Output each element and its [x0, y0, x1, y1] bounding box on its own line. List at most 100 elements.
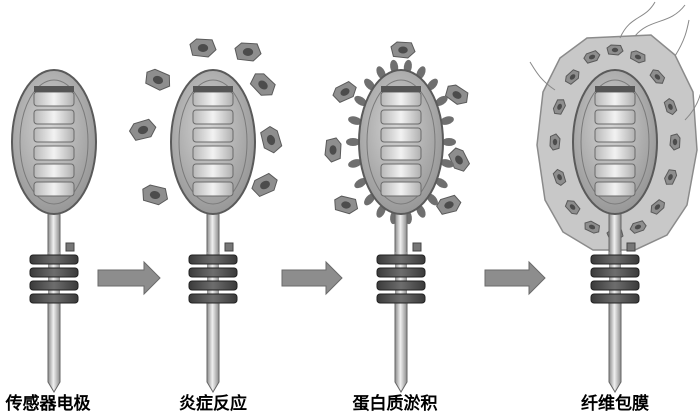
fibre-strand — [684, 93, 700, 121]
protein-deposit — [426, 193, 438, 206]
electrode-shaft-mid — [609, 252, 621, 304]
wire-ring — [590, 267, 640, 278]
protein-deposit — [348, 159, 362, 168]
capsule-cell — [549, 133, 561, 151]
coil-turn — [192, 91, 234, 107]
wire-ring — [376, 293, 426, 304]
sensor-membrane-inner — [178, 79, 248, 205]
coil-turn — [192, 127, 234, 143]
inflammatory-cell — [249, 73, 276, 96]
inflammatory-cell — [436, 194, 462, 215]
wire-ring — [376, 254, 426, 265]
electrode-needle — [394, 299, 408, 393]
capsule-cell — [552, 168, 567, 186]
wire-ring — [188, 267, 238, 278]
coil-top-cap — [595, 86, 635, 92]
wire-ring — [188, 254, 238, 265]
caption-fibrous-capsule: 纤维包膜 — [581, 394, 649, 414]
sensing-coil — [594, 86, 636, 197]
inflammatory-cell — [448, 147, 471, 172]
coil-turn — [594, 109, 636, 125]
capsule-cell — [669, 133, 681, 151]
coil-turn — [380, 109, 422, 125]
coil-turn — [33, 145, 75, 161]
capsule-cell — [606, 44, 624, 56]
coil-turn — [192, 109, 234, 125]
capsule-cell — [649, 69, 666, 84]
electrode-shaft-mid — [395, 252, 407, 304]
wire-ring — [29, 254, 79, 265]
electrode-stage-1 — [11, 69, 97, 393]
coil-turn — [594, 91, 636, 107]
sensor-membrane-inner — [19, 79, 89, 205]
inflammatory-cell — [260, 125, 283, 154]
inflammatory-cell — [334, 195, 359, 215]
electrode-needle — [206, 299, 220, 393]
coil-turn — [380, 163, 422, 179]
caption-protein-deposition: 蛋白质淤积 — [352, 394, 438, 414]
contact-tab — [412, 242, 422, 252]
wire-ring — [29, 293, 79, 304]
inflammatory-cell — [234, 42, 262, 62]
coil-turn — [192, 163, 234, 179]
progression-arrow-3 — [484, 260, 546, 296]
sensing-coil — [33, 86, 75, 197]
electrode-stage-3 — [324, 41, 471, 393]
fibre-strand — [674, 19, 690, 57]
protein-deposit — [354, 178, 367, 189]
fibre-strand — [634, 4, 686, 37]
protein-deposit — [348, 116, 362, 125]
electrode-stage-4 — [529, 1, 700, 393]
caption-inflammation: 炎症反应 — [179, 394, 247, 414]
reference-wire-coil — [29, 254, 79, 304]
coil-turn — [33, 163, 75, 179]
coil-turn — [380, 145, 422, 161]
coil-top-cap — [381, 86, 421, 92]
capsule-cell — [664, 169, 678, 185]
protein-deposit — [426, 78, 438, 91]
inflammatory-cell — [444, 84, 469, 105]
coil-turn — [33, 181, 75, 197]
inflammatory-cell — [332, 80, 357, 103]
contact-tab — [224, 242, 234, 252]
inflammatory-cell — [251, 172, 278, 198]
sensor-membrane-inner — [366, 79, 436, 205]
protein-deposit — [346, 138, 360, 146]
capsule-cell — [552, 99, 566, 115]
protein-deposit — [364, 78, 376, 91]
capsule-cell — [583, 50, 601, 64]
protein-deposit — [435, 178, 448, 189]
coil-turn — [594, 163, 636, 179]
coil-turn — [380, 91, 422, 107]
capsule-cell — [650, 199, 666, 215]
coil-turn — [33, 127, 75, 143]
wire-ring — [590, 293, 640, 304]
protein-deposit — [442, 138, 456, 146]
electrode-shaft-mid — [48, 252, 60, 304]
wire-ring — [29, 280, 79, 291]
protein-deposit — [435, 95, 448, 106]
fibre-strand — [619, 1, 656, 39]
inflammatory-cell — [128, 118, 157, 141]
capsule-cell — [564, 200, 581, 215]
wire-ring — [376, 267, 426, 278]
inflammatory-cell — [142, 184, 169, 206]
wire-ring — [188, 293, 238, 304]
protein-deposit — [440, 116, 454, 125]
sensing-coil — [380, 86, 422, 197]
coil-turn — [594, 181, 636, 197]
caption-sensor-electrode: 传感器电极 — [5, 394, 91, 414]
coil-turn — [33, 91, 75, 107]
capsule-cell — [564, 69, 580, 85]
inflammatory-cell — [189, 38, 217, 58]
coil-top-cap — [34, 86, 74, 92]
protein-deposit — [440, 159, 454, 168]
capsule-cell — [584, 220, 601, 234]
inflammatory-cell — [145, 68, 171, 91]
capsule-cell — [629, 220, 647, 234]
reference-wire-coil — [188, 254, 238, 304]
inflammatory-cell — [390, 41, 416, 59]
coil-turn — [380, 181, 422, 197]
coil-top-cap — [193, 86, 233, 92]
